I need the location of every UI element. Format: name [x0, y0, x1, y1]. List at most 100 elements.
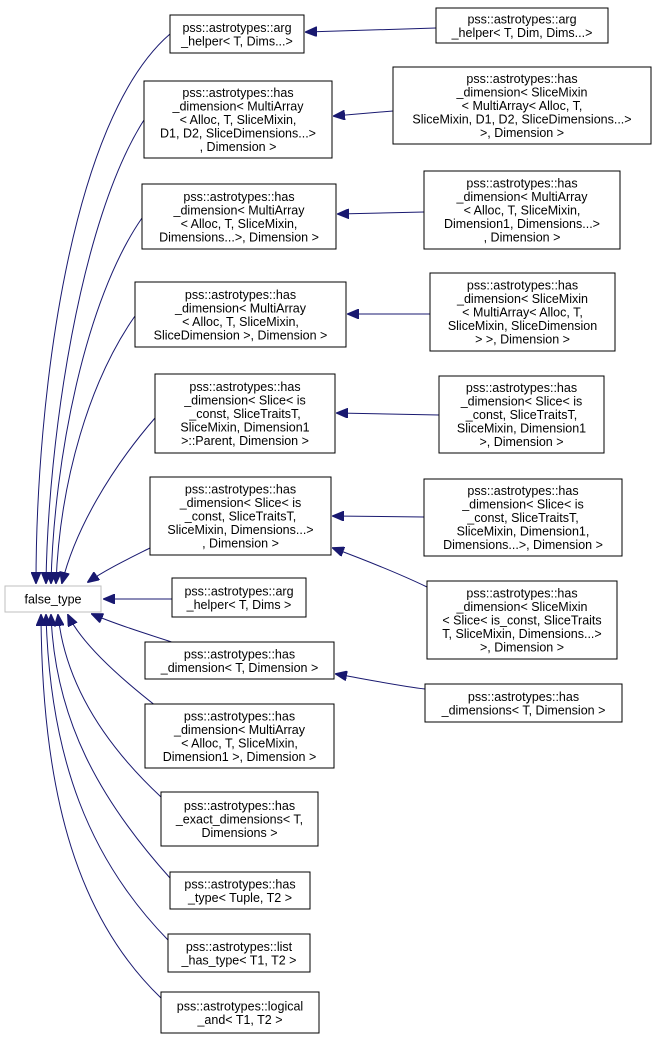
- node-label-line: pss::astrotypes::arg: [182, 21, 291, 35]
- node-label-line: _dimension< Slice< is: [460, 395, 583, 409]
- node-box: [429, 272, 616, 352]
- node-label-line: _dimension< MultiArray: [456, 190, 589, 204]
- node-label-line: pss::astrotypes::has: [466, 587, 577, 601]
- node-label-line: _const, SliceTraitsT,: [188, 407, 300, 421]
- edge-has_dim_ma_dims: [51, 217, 143, 583]
- node-has_dims_t[interactable]: pss::astrotypes::has_dimensions< T, Dime…: [424, 683, 623, 723]
- node-box: [143, 80, 333, 159]
- node-label-line: pss::astrotypes::has: [184, 709, 295, 723]
- node-label-line: pss::astrotypes::has: [183, 190, 294, 204]
- node-label-line: SliceMixin, SliceDimension: [448, 319, 597, 333]
- node-label-line: >, Dimension >: [480, 641, 564, 655]
- node-label-line: pss::astrotypes::has: [184, 647, 295, 661]
- node-label-line: _and< T1, T2 >: [196, 1013, 282, 1027]
- node-label-line: pss::astrotypes::arg: [184, 584, 293, 598]
- node-box: [438, 375, 605, 454]
- edge-has_dim_sm_slice_dims: [333, 548, 428, 588]
- edge-has_dim_ma_slicedim: [56, 315, 136, 583]
- node-has_dim_slice_d1_dims[interactable]: pss::astrotypes::has_dimension< Slice< i…: [423, 478, 623, 557]
- node-has_dim_sm_ma_d1d2[interactable]: pss::astrotypes::has_dimension< SliceMix…: [392, 66, 652, 145]
- node-has_dim_slice_parent[interactable]: pss::astrotypes::has_dimension< Slice< i…: [154, 373, 336, 454]
- edge-has_dim_slice_parent: [62, 417, 156, 583]
- node-label-line: _dimension< Slice< is: [179, 496, 302, 510]
- node-label-line: _dimension< T, Dimension >: [160, 661, 319, 675]
- node-label-line: < MultiArray< Alloc, T,: [462, 99, 583, 113]
- node-label-line: SliceMixin, Dimensions...>: [167, 523, 313, 537]
- node-box: [4, 585, 102, 613]
- edge-logical_and: [41, 615, 162, 999]
- node-arg_helper_dim_dims[interactable]: pss::astrotypes::arg_helper< T, Dim, Dim…: [435, 7, 609, 44]
- node-label-line: pss::astrotypes::has: [466, 177, 577, 191]
- node-label-line: >, Dimension >: [479, 435, 563, 449]
- node-label-line: SliceMixin, Dimension1: [180, 421, 309, 435]
- node-list_has_type[interactable]: pss::astrotypes::list_has_type< T1, T2 >: [167, 933, 311, 973]
- node-has_dim_t[interactable]: pss::astrotypes::has_dimension< T, Dimen…: [144, 641, 335, 680]
- node-box: [426, 580, 618, 660]
- node-has_dim_ma_slicedim[interactable]: pss::astrotypes::has_dimension< MultiArr…: [134, 281, 347, 348]
- node-label-line: Dimension1, Dimensions...>: [444, 217, 600, 231]
- node-label-line: _has_type< T1, T2 >: [181, 953, 297, 967]
- edge-has_dim_slice_d1: [337, 413, 440, 415]
- node-label-line: _dimensions< T, Dimension >: [441, 703, 606, 717]
- node-label-line: , Dimension >: [200, 140, 277, 154]
- edge-arg_helper_dims: [36, 33, 171, 583]
- node-box: [392, 66, 652, 145]
- node-label-line: _dimension< SliceMixin: [456, 292, 588, 306]
- node-label-line: pss::astrotypes::has: [182, 86, 293, 100]
- node-has_dim_slice_dims[interactable]: pss::astrotypes::has_dimension< Slice< i…: [149, 476, 332, 556]
- node-false_type[interactable]: false_type: [4, 585, 102, 613]
- node-label-line: SliceMixin, Dimension1,: [457, 525, 590, 539]
- node-label-line: D1, D2, SliceDimensions...>: [160, 127, 316, 141]
- node-has_exact_dims[interactable]: pss::astrotypes::has_exact_dimensions< T…: [160, 791, 319, 847]
- node-box: [169, 871, 311, 910]
- node-label-line: pss::astrotypes::logical: [177, 999, 303, 1013]
- node-label-line: SliceDimension >, Dimension >: [154, 328, 328, 342]
- node-has_dim_ma_d1_dims[interactable]: pss::astrotypes::has_dimension< MultiArr…: [423, 170, 621, 250]
- edge-list_has_type: [46, 615, 169, 941]
- node-label-line: _helper< T, Dims...>: [180, 34, 293, 48]
- node-logical_and[interactable]: pss::astrotypes::logical_and< T1, T2 >: [160, 991, 320, 1034]
- node-box: [171, 577, 307, 618]
- node-label-line: _dimension< SliceMixin: [456, 86, 588, 100]
- edge-has_dim_sm_ma_d1d2: [334, 111, 394, 116]
- node-label-line: _dimension< MultiArray: [174, 301, 307, 315]
- node-label-line: >, Dimension >: [480, 126, 564, 140]
- node-has_dim_sm_slice_dims[interactable]: pss::astrotypes::has_dimension< SliceMix…: [426, 580, 618, 660]
- node-has_dim_slice_d1[interactable]: pss::astrotypes::has_dimension< Slice< i…: [438, 375, 605, 454]
- node-box: [435, 7, 609, 44]
- edge-has_dims_t: [336, 674, 426, 690]
- edge-has_dim_ma_d1_dims: [338, 212, 425, 214]
- node-label-line: pss::astrotypes::has: [468, 690, 579, 704]
- node-label-line: pss::astrotypes::arg: [467, 12, 576, 26]
- node-box: [423, 170, 621, 250]
- node-label-line: pss::astrotypes::has: [467, 484, 578, 498]
- node-label-line: pss::astrotypes::has: [467, 279, 578, 293]
- node-label-line: < Alloc, T, SliceMixin,: [180, 113, 297, 127]
- edge-has_dim_t: [92, 614, 179, 645]
- node-label-line: _exact_dimensions< T,: [175, 813, 303, 827]
- node-has_dim_ma_dims[interactable]: pss::astrotypes::has_dimension< MultiArr…: [141, 183, 337, 250]
- node-label-line: _dimension< SliceMixin: [456, 600, 588, 614]
- edge-has_dim_ma_d1: [68, 615, 157, 707]
- node-label-line: _dimension< MultiArray: [172, 100, 305, 114]
- node-label-line: pss::astrotypes::has: [184, 799, 295, 813]
- node-label-line: pss::astrotypes::has: [466, 72, 577, 86]
- node-label-line: < Alloc, T, SliceMixin,: [182, 315, 299, 329]
- edge-has_dim_slice_dims: [88, 547, 151, 582]
- node-label-line: < MultiArray< Alloc, T,: [462, 306, 583, 320]
- node-label-line: SliceMixin, D1, D2, SliceDimensions...>: [412, 113, 631, 127]
- node-box: [169, 14, 305, 54]
- node-label-line: Dimensions >: [201, 826, 277, 840]
- node-has_dim_sm_ma_slicedim[interactable]: pss::astrotypes::has_dimension< SliceMix…: [429, 272, 616, 352]
- node-has_type[interactable]: pss::astrotypes::has_type< Tuple, T2 >: [169, 871, 311, 910]
- node-arg_helper_t_dims[interactable]: pss::astrotypes::arg_helper< T, Dims >: [171, 577, 307, 618]
- node-has_dim_ma_d1[interactable]: pss::astrotypes::has_dimension< MultiArr…: [144, 703, 335, 769]
- node-box: [154, 373, 336, 454]
- node-label-line: SliceMixin, Dimension1: [457, 422, 586, 436]
- node-label-line: pss::astrotypes::list: [186, 940, 293, 954]
- node-arg_helper_dims[interactable]: pss::astrotypes::arg_helper< T, Dims...>: [169, 14, 305, 54]
- node-has_dim_ma_d1d2[interactable]: pss::astrotypes::has_dimension< MultiArr…: [143, 80, 333, 159]
- node-label-line: _dimension< MultiArray: [173, 723, 306, 737]
